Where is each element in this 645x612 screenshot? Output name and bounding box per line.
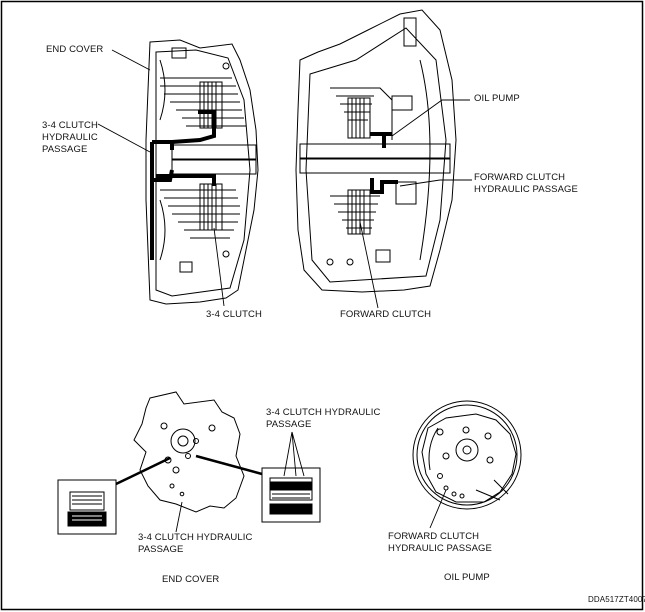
fwd-passage-leader-bottom [429,489,447,529]
label-end-cover-bottom: END COVER [162,574,220,585]
label-fwd-passage-bottom-1: FORWARD CLUTCH [388,531,480,542]
leader-lines-top [97,49,472,309]
label-clutch34-passage-inset-1: 3-4 CLUTCH HYDRAULIC [266,407,381,418]
left-cross-section [145,39,259,305]
label-clutch34-passage-2: HYDRAULIC [42,132,98,143]
label-clutch34-passage-bottom-2: PASSAGE [138,544,184,555]
end-cover-connector-right [195,454,263,476]
label-clutch34-passage-bottom-1: 3-4 CLUTCH HYDRAULIC [138,532,253,543]
label-end-cover-top: END COVER [46,44,104,55]
label-forward-clutch: FORWARD CLUTCH [340,309,432,320]
end-cover-inset-right [261,467,321,523]
end-cover-face [133,391,245,513]
label-oil-pump-bottom: OIL PUMP [444,572,490,583]
label-clutch34-passage-inset-2: PASSAGE [266,419,312,430]
label-fwd-passage-bottom-2: HYDRAULIC PASSAGE [388,543,492,554]
leader-lines-bottom [175,431,305,533]
label-fwd-passage-top-1: FORWARD CLUTCH [474,172,566,183]
label-clutch34-passage-3: PASSAGE [42,144,88,155]
label-clutch34: 3-4 CLUTCH [206,309,262,320]
label-fwd-passage-top-2: HYDRAULIC PASSAGE [474,184,578,195]
clutch34-passage-highlight [150,110,216,260]
end-cover-inset-left [57,479,117,535]
forward-passage-highlight [370,132,398,194]
end-cover-connector-left [115,456,171,486]
figure-code: DDA517ZT4007 [588,595,645,604]
label-oil-pump-top: OIL PUMP [474,93,520,104]
oil-pump-face [412,400,522,510]
label-clutch34-passage-1: 3-4 CLUTCH [42,120,98,131]
right-cross-section [295,9,457,293]
